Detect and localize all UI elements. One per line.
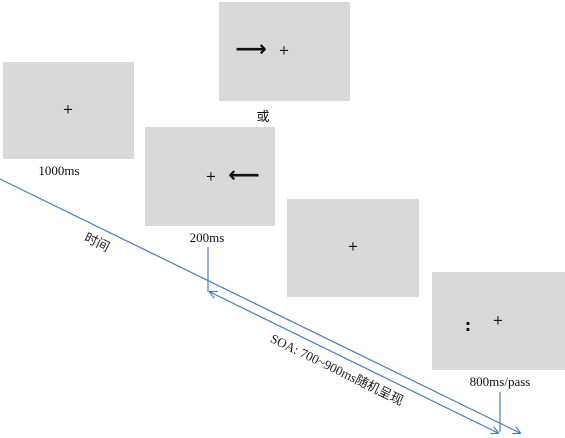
fixation-cross: + — [492, 313, 504, 329]
right-arrow-icon: ⟶ — [235, 37, 267, 62]
left-arrow-icon: ⟵ — [228, 163, 260, 188]
soa-span-line — [210, 292, 498, 433]
interval-screen: + — [287, 199, 419, 297]
fixation-screen: + — [3, 62, 134, 159]
target-duration-label: 800ms/pass — [469, 374, 531, 389]
target-colon: : — [464, 316, 472, 335]
cue-left-arrow-screen: + ⟵ — [145, 127, 275, 226]
fixation-cross: + — [347, 239, 359, 255]
target-screen: : + — [432, 272, 565, 370]
fixation-cross: + — [62, 102, 74, 118]
fixation-cross: + — [278, 43, 290, 59]
cue-duration-label: 200ms — [189, 230, 225, 245]
cue-right-arrow-screen: ⟶ + — [219, 2, 350, 101]
fixation-cross: + — [205, 169, 217, 185]
fixation-duration-label: 1000ms — [38, 163, 80, 178]
or-label: 或 — [256, 109, 270, 124]
